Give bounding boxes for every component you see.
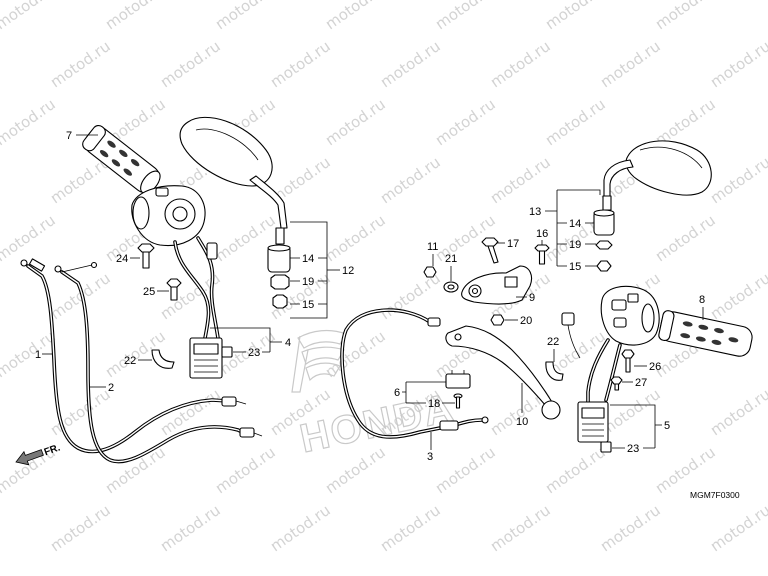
callout-15-left: 15	[302, 299, 314, 311]
callout-27: 27	[635, 377, 647, 389]
callout-7: 7	[66, 130, 72, 142]
right-upper-clip-wire	[567, 324, 581, 359]
callout-20: 20	[520, 315, 532, 327]
callout-21: 21	[445, 253, 457, 265]
lever-holder	[461, 265, 533, 305]
throttle-housing	[131, 185, 206, 247]
callout-4: 4	[285, 337, 291, 349]
callout-23-left: 23	[248, 347, 260, 359]
callout-11: 11	[427, 241, 438, 253]
bolt-24	[137, 243, 155, 269]
left-mirror-cap	[267, 244, 291, 273]
bolt-16	[534, 244, 550, 265]
callout-2: 2	[108, 382, 114, 394]
callout-15-right: 15	[569, 261, 581, 273]
callout-8: 8	[699, 294, 705, 306]
callout-5: 5	[664, 420, 670, 432]
right-wire-harness	[577, 338, 622, 443]
callout-labels: 7 24 25 1 2 22 23 4 14 19 15 12 11 21 17…	[35, 130, 705, 463]
callout-13: 13	[529, 206, 541, 218]
callout-18: 18	[428, 398, 440, 410]
callout-16: 16	[536, 228, 548, 240]
callout-3: 3	[427, 451, 433, 463]
callout-19-left: 19	[302, 276, 314, 288]
cable-2	[54, 261, 263, 464]
nut-21	[443, 281, 459, 293]
callout-12: 12	[342, 265, 354, 277]
callout-25: 25	[143, 286, 155, 298]
callout-6: 6	[394, 387, 400, 399]
switch-6	[445, 370, 471, 389]
right-mirror-cap	[593, 209, 615, 236]
right-upper-clip	[561, 312, 575, 326]
callout-9: 9	[529, 292, 535, 304]
callout-19-right: 19	[569, 239, 581, 251]
callout-14-right: 14	[569, 218, 581, 230]
bolt-17	[481, 237, 499, 264]
nut-20	[490, 314, 505, 326]
callout-10: 10	[516, 416, 528, 428]
cable-1	[20, 258, 247, 454]
bolt-27	[610, 376, 623, 391]
right-clamp	[545, 361, 564, 381]
callout-26: 26	[649, 361, 661, 373]
screw-18	[453, 393, 463, 409]
right-mirror	[602, 140, 712, 211]
callout-17: 17	[507, 238, 519, 250]
callout-22-left: 22	[124, 355, 136, 367]
front-direction-marker: FR.	[15, 442, 62, 466]
nut-11	[423, 266, 437, 278]
left-mirror	[179, 116, 288, 245]
diagram-code: MGM7F0300	[690, 490, 740, 500]
right-clip	[600, 441, 612, 453]
left-grip	[82, 124, 161, 194]
left-wire-harness	[173, 236, 223, 379]
left-clamp	[151, 349, 175, 369]
bolt-26	[621, 349, 635, 373]
direction-label: FR.	[43, 442, 62, 458]
arrow-left-icon	[15, 449, 44, 466]
right-mirror-nut	[595, 240, 613, 250]
left-switch-housing	[600, 285, 660, 346]
callout-22-right: 22	[547, 336, 559, 348]
clutch-lever	[445, 325, 561, 420]
cable-3	[340, 308, 489, 439]
wing-logo-icon	[291, 329, 347, 393]
leader-lines	[42, 134, 704, 450]
callout-1: 1	[35, 349, 41, 361]
bolt-25	[166, 278, 182, 301]
right-grip	[658, 310, 753, 357]
left-mirror-locknut	[272, 294, 288, 309]
callout-14-left: 14	[302, 253, 314, 265]
callout-24: 24	[116, 253, 128, 265]
right-mirror-locknut	[596, 260, 612, 272]
left-mirror-nut	[270, 274, 290, 290]
left-clip	[221, 346, 233, 358]
callout-23-right: 23	[627, 443, 639, 455]
